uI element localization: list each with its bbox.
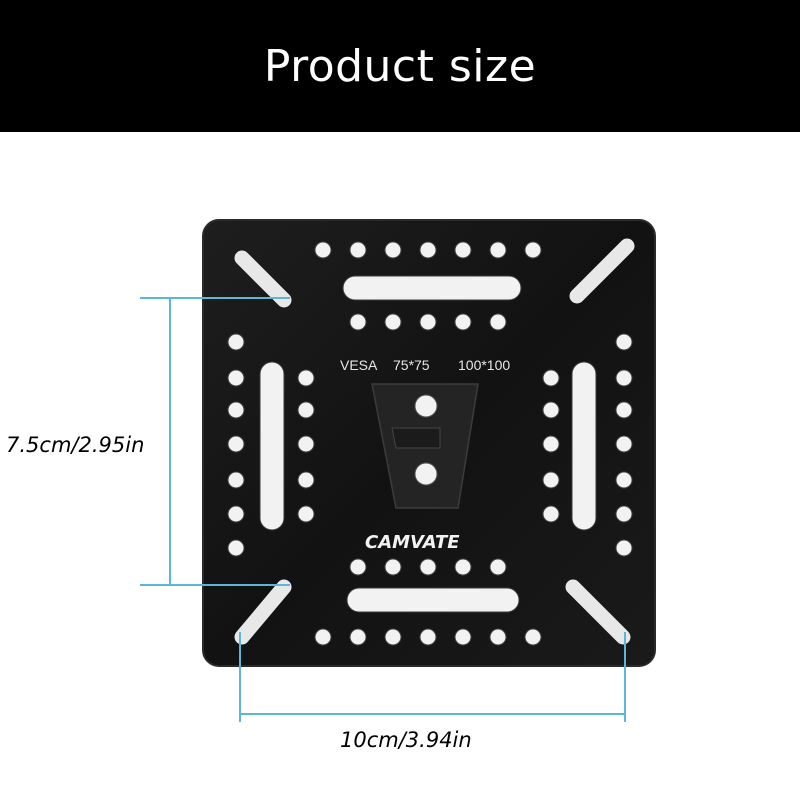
slot-top — [342, 275, 522, 301]
hole — [349, 558, 367, 576]
hole — [227, 471, 245, 489]
hole — [419, 241, 437, 259]
hole — [615, 401, 633, 419]
corner-slot-top-right — [569, 238, 635, 304]
hole — [419, 558, 437, 576]
corner-slot-top-left — [234, 250, 292, 308]
corner-slots — [234, 238, 635, 645]
height-dimension — [140, 297, 290, 586]
hole — [615, 333, 633, 351]
hole — [542, 401, 560, 419]
hole — [297, 505, 315, 523]
center-wedge — [371, 383, 479, 509]
vesa-label: VESA — [340, 357, 378, 373]
hole — [542, 471, 560, 489]
mounting-holes — [227, 241, 633, 646]
hole — [314, 241, 332, 259]
hole — [489, 628, 507, 646]
hole — [615, 539, 633, 557]
hole — [615, 369, 633, 387]
hole — [542, 369, 560, 387]
vesa-size-large: 100*100 — [458, 357, 510, 373]
hole — [349, 628, 367, 646]
hole — [314, 628, 332, 646]
corner-slot-bottom-right — [565, 579, 631, 645]
corner-slot-bottom-left — [234, 579, 292, 645]
width-dimension — [239, 632, 626, 722]
brand-logo: CAMVATE — [365, 532, 460, 553]
hole — [524, 628, 542, 646]
hole — [349, 241, 367, 259]
slot-bottom — [346, 587, 520, 613]
title-banner: Product size — [0, 0, 800, 132]
height-dimension-label: 7.5cm/2.95in — [6, 433, 145, 457]
hole — [489, 241, 507, 259]
hole — [384, 628, 402, 646]
hole — [227, 539, 245, 557]
hole — [615, 505, 633, 523]
hole — [297, 435, 315, 453]
hole — [297, 401, 315, 419]
hole — [454, 313, 472, 331]
banner-title: Product size — [263, 40, 537, 92]
hole — [454, 628, 472, 646]
hole — [524, 241, 542, 259]
hole — [227, 401, 245, 419]
hole — [227, 369, 245, 387]
hole — [297, 369, 315, 387]
hole — [542, 435, 560, 453]
hole — [489, 313, 507, 331]
hole — [227, 435, 245, 453]
hole — [615, 435, 633, 453]
hole — [489, 558, 507, 576]
hole — [297, 471, 315, 489]
slot-left — [259, 361, 285, 531]
long-slots — [259, 275, 597, 613]
hole — [384, 313, 402, 331]
hole — [384, 241, 402, 259]
hole — [419, 628, 437, 646]
width-dimension-label: 10cm/3.94in — [340, 728, 472, 752]
hole — [227, 333, 245, 351]
hole — [349, 313, 367, 331]
hole — [227, 505, 245, 523]
hole — [419, 313, 437, 331]
vesa-size-small: 75*75 — [393, 357, 430, 373]
hole — [454, 558, 472, 576]
hole — [615, 471, 633, 489]
hole — [384, 558, 402, 576]
slot-right — [571, 361, 597, 531]
hole — [454, 241, 472, 259]
hole — [542, 505, 560, 523]
